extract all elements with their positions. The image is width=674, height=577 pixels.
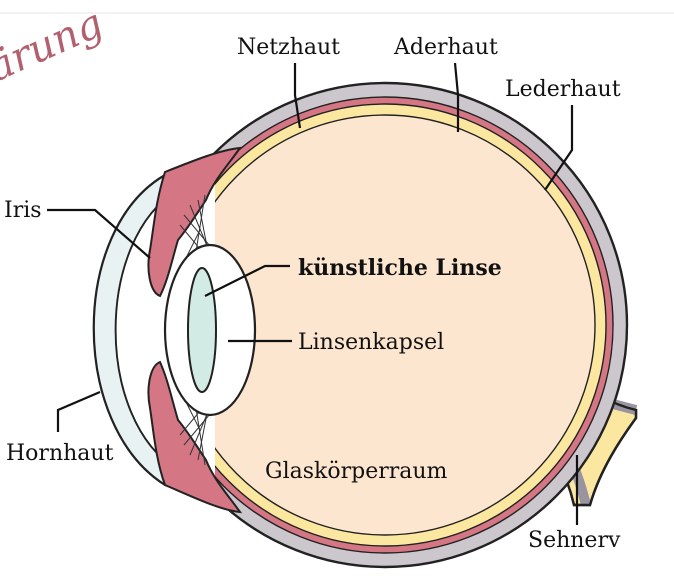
artificial-lens <box>188 268 216 392</box>
label-netzhaut: Netzhaut <box>237 35 340 60</box>
label-lederhaut: Lederhaut <box>505 77 621 102</box>
watermark-text: ärung <box>0 0 110 91</box>
label-glaskoerperraum: Glaskörperraum <box>265 459 448 484</box>
label-aderhaut: Aderhaut <box>393 35 498 60</box>
label-iris: Iris <box>4 198 42 223</box>
label-hornhaut: Hornhaut <box>6 441 114 466</box>
label-kuenstliche-linse: künstliche Linse <box>298 255 502 281</box>
label-linsenkapsel: Linsenkapsel <box>298 330 444 355</box>
label-sehnerv: Sehnerv <box>528 528 621 553</box>
